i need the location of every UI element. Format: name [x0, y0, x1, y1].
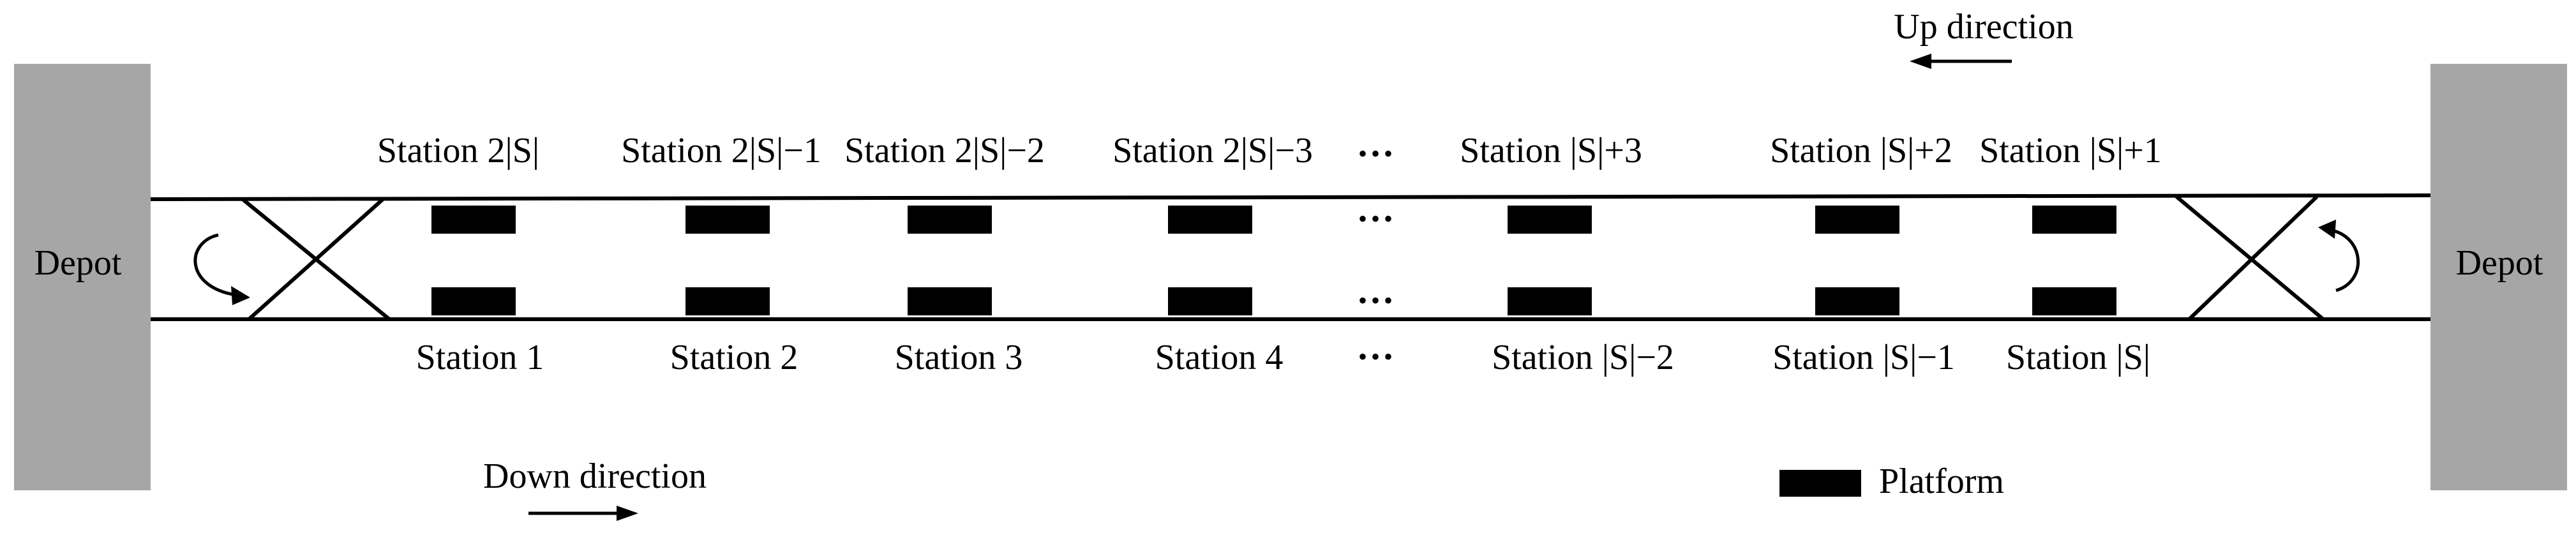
station-label-up-3: Station 2|S|−2 [844, 131, 1045, 170]
down-station-labels: Station 1 Station 2 Station 3 Station 4 Stat… [416, 338, 2150, 377]
ellipsis-lower-platform: ••• [1358, 286, 1397, 315]
ellipsis-bottom: ••• [1358, 342, 1397, 371]
station-label-down-4: Station 4 [1155, 338, 1284, 377]
up-direction-label: Up direction [1894, 7, 2073, 47]
left-depot-label: Depot [34, 243, 122, 283]
left-turnaround-arrow-icon [193, 233, 250, 305]
upper-track [150, 193, 2431, 201]
ellipsis-upper-platform: ••• [1358, 204, 1397, 233]
right-turnaround-arrow-icon [2318, 220, 2360, 292]
right-crossover [2175, 195, 2325, 321]
station-label-up-5: Station |S|+3 [1460, 131, 1642, 170]
right-depot-label: Depot [2456, 243, 2543, 283]
platform-lower-4 [1168, 287, 1252, 315]
legend-platform-label: Platform [1879, 462, 2004, 501]
left-crossover [241, 197, 391, 321]
station-label-down-6: Station |S|−1 [1772, 338, 1955, 377]
station-label-up-2: Station 2|S|−1 [621, 131, 821, 170]
down-direction-arrow-icon [528, 506, 638, 521]
platform-upper-3 [908, 206, 992, 234]
platform-upper-7 [2032, 206, 2116, 234]
left-depot-block [14, 64, 151, 490]
station-label-down-7: Station |S| [2006, 338, 2150, 377]
station-label-up-4: Station 2|S|−3 [1112, 131, 1313, 170]
right-depot-block [2430, 64, 2567, 490]
station-label-up-1: Station 2|S| [377, 131, 539, 170]
platform-lower-3 [908, 287, 992, 315]
platforms [431, 206, 2116, 315]
platform-upper-6 [1815, 206, 1899, 234]
station-label-down-2: Station 2 [670, 338, 798, 377]
legend-platform-swatch [1779, 470, 1861, 497]
ellipsis-top: ••• [1358, 139, 1397, 168]
up-direction-arrow-icon [1910, 54, 2012, 69]
platform-lower-2 [685, 287, 770, 315]
station-label-down-1: Station 1 [416, 338, 544, 377]
platform-upper-5 [1508, 206, 1592, 234]
down-direction-label: Down direction [483, 456, 707, 496]
platform-lower-1 [431, 287, 516, 315]
station-label-down-3: Station 3 [895, 338, 1023, 377]
station-label-up-7: Station |S|+1 [1979, 131, 2162, 170]
platform-lower-7 [2032, 287, 2116, 315]
platform-lower-6 [1815, 287, 1899, 315]
platform-upper-2 [685, 206, 770, 234]
platform-lower-5 [1508, 287, 1592, 315]
up-station-labels: Station 2|S| Station 2|S|−1 Station 2|S|−2… [377, 131, 2162, 170]
station-label-down-5: Station |S|−2 [1492, 338, 1674, 377]
station-label-up-6: Station |S|+2 [1770, 131, 1952, 170]
platform-upper-4 [1168, 206, 1252, 234]
platform-upper-1 [431, 206, 516, 234]
